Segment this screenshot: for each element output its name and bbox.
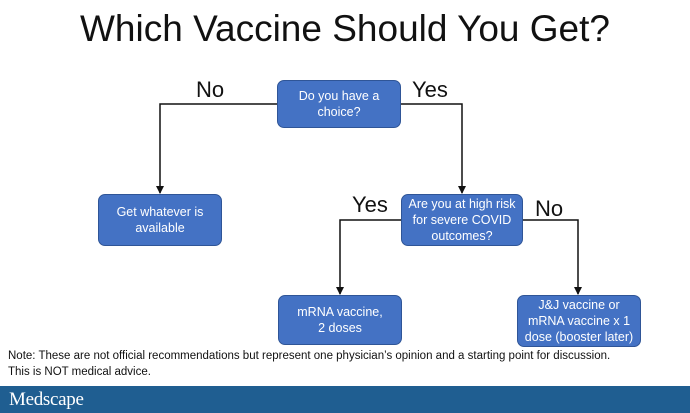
disclaimer-note: Note: These are not official recommendat…	[8, 348, 684, 380]
edge-label-choice-no: No	[196, 77, 225, 102]
footer-bar: Medscape	[0, 386, 690, 413]
edge-risk-no	[523, 219, 582, 295]
edge-choice-no	[156, 103, 277, 194]
note-line-2: This is NOT medical advice.	[8, 366, 151, 378]
node-jj-text: J&J vaccine or mRNA vaccine x 1 dose (bo…	[524, 298, 634, 344]
edge-label-risk-no: No	[535, 196, 564, 221]
node-mrna-vaccine: mRNA vaccine, 2 doses	[278, 295, 402, 345]
node-do-you-have-a-choice: Do you have a choice?	[277, 80, 401, 128]
diagram-title: Which Vaccine Should You Get?	[80, 8, 610, 49]
edge-label-risk-yes: Yes	[352, 192, 388, 217]
node-choice-text: Do you have a choice?	[298, 89, 380, 119]
node-high-risk-question: Are you at high risk for severe COVID ou…	[401, 194, 523, 246]
node-get-whatever-available: Get whatever is available	[98, 194, 222, 246]
node-risk-text: Are you at high risk for severe COVID ou…	[408, 197, 516, 243]
edge-risk-yes	[336, 219, 401, 295]
edge-label-choice-yes: Yes	[412, 77, 448, 102]
medscape-logo: Medscape	[9, 389, 84, 410]
note-line-1: Note: These are not official recommendat…	[8, 350, 611, 362]
node-jj-vaccine: J&J vaccine or mRNA vaccine x 1 dose (bo…	[517, 295, 641, 347]
node-mrna-text: mRNA vaccine, 2 doses	[297, 305, 383, 335]
edge-choice-yes	[401, 103, 466, 194]
node-whatever-text: Get whatever is available	[116, 205, 204, 235]
